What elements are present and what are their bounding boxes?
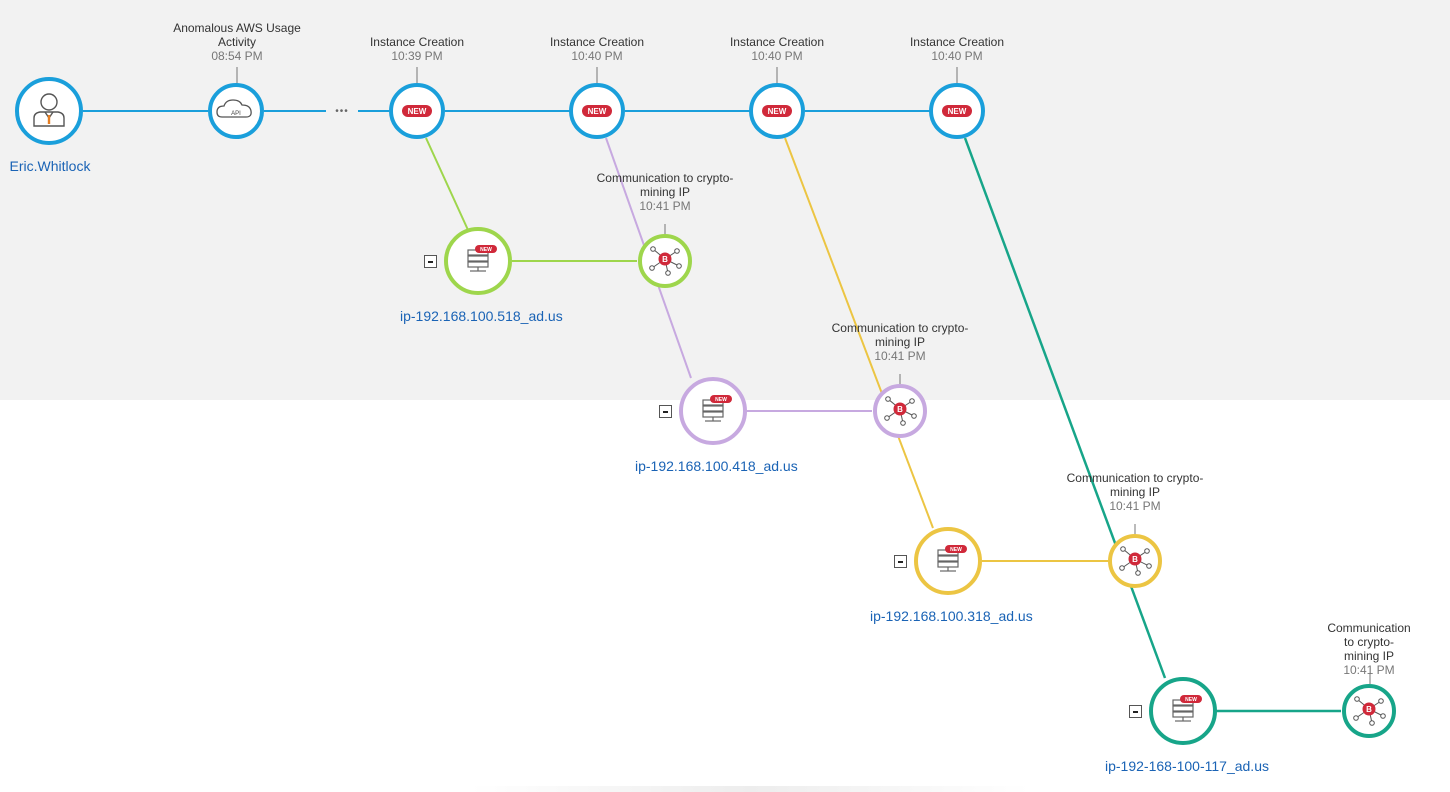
crypto-time: 10:41 PM: [639, 199, 691, 213]
crypto-title-line1: Communication to crypto-: [831, 321, 969, 335]
crypto-time: 10:41 PM: [1109, 499, 1161, 513]
bitcoin-network-icon: [884, 396, 917, 426]
user-node[interactable]: [15, 77, 83, 145]
new-badge-icon: [710, 395, 732, 403]
bitcoin-network-icon: [1353, 696, 1386, 726]
aws-event-title-line1: Anomalous AWS Usage: [173, 21, 301, 35]
new-badge-icon: [945, 545, 967, 553]
user-icon: [33, 93, 65, 127]
aws-event-node[interactable]: API: [208, 83, 264, 139]
instance-time: 10:39 PM: [391, 49, 443, 63]
crypto-node-4[interactable]: B: [1342, 684, 1396, 738]
connector-instance-4-host-4: [963, 137, 1167, 679]
host-link-4[interactable]: ip-192-168-100-117_ad.us: [1105, 758, 1269, 774]
instance-title: Instance Creation: [549, 35, 645, 49]
host-link-2[interactable]: ip-192.168.100.418_ad.us: [635, 458, 798, 474]
svg-text:NEW: NEW: [715, 397, 727, 403]
new-badge-icon: [475, 245, 497, 253]
new-badge-icon: [762, 105, 792, 117]
crypto-time: 10:41 PM: [1343, 663, 1395, 677]
connector-instance-1-host-1: [425, 137, 469, 231]
host-node-1[interactable]: NEW: [444, 227, 512, 295]
instance-event-label-2: Instance Creation 10:40 PM: [550, 35, 644, 63]
svg-text:B: B: [1366, 705, 1372, 714]
background-band: [0, 0, 1450, 400]
crypto-title-line2: mining IP: [874, 335, 926, 349]
collapsed-events-ellipsis[interactable]: •••: [335, 106, 349, 117]
instance-time: 10:40 PM: [931, 49, 983, 63]
svg-text:NEW: NEW: [948, 107, 967, 116]
crypto-title-line1: Communication to crypto-: [596, 171, 734, 185]
crypto-event-label-1: Communication to crypto- mining IP 10:41…: [597, 171, 734, 213]
host-link-3[interactable]: ip-192.168.100.318_ad.us: [870, 608, 1033, 624]
crypto-node-2[interactable]: B: [873, 384, 927, 438]
host-node-3[interactable]: NEW: [914, 527, 982, 595]
crypto-event-label-4: Communication to crypto- mining IP 10:41…: [1327, 621, 1410, 677]
bitcoin-network-icon: [649, 246, 682, 276]
new-badge-icon: [582, 105, 612, 117]
svg-text:NEW: NEW: [950, 547, 962, 553]
instance-node-1[interactable]: NEW: [389, 83, 445, 139]
instance-event-label-1: Instance Creation 10:39 PM: [370, 35, 464, 63]
new-badge-icon: [402, 105, 432, 117]
host-link-1[interactable]: ip-192.168.100.518_ad.us: [400, 308, 563, 324]
svg-text:B: B: [897, 405, 903, 414]
user-name-link[interactable]: Eric.Whitlock: [9, 158, 91, 174]
svg-text:NEW: NEW: [1185, 697, 1197, 703]
svg-text:NEW: NEW: [480, 247, 492, 253]
cloud-api-icon: API: [216, 99, 252, 118]
collapse-button-host-2[interactable]: [659, 405, 672, 418]
instance-node-4[interactable]: NEW: [929, 83, 985, 139]
api-icon-text: API: [231, 111, 241, 117]
instance-title: Instance Creation: [369, 35, 465, 49]
svg-text:B: B: [662, 255, 668, 264]
new-badge-icon: [942, 105, 972, 117]
instance-title: Instance Creation: [909, 35, 1005, 49]
new-badge-icon: [1180, 695, 1202, 703]
instance-event-label-3: Instance Creation 10:40 PM: [730, 35, 824, 63]
connector-instance-3-host-3: [784, 137, 934, 529]
crypto-title-line2: mining IP: [639, 185, 691, 199]
instance-node-3[interactable]: NEW: [749, 83, 805, 139]
crypto-title-line2: mining IP: [1343, 649, 1395, 663]
instance-time: 10:40 PM: [571, 49, 623, 63]
collapse-button-host-3[interactable]: [894, 555, 907, 568]
instance-title: Instance Creation: [729, 35, 825, 49]
crypto-time: 10:41 PM: [874, 349, 926, 363]
host-node-2[interactable]: NEW: [679, 377, 747, 445]
svg-text:NEW: NEW: [768, 107, 787, 116]
bottom-scroll-shadow: [470, 786, 1030, 792]
aws-event-title-line2: Activity: [217, 35, 256, 49]
crypto-node-1[interactable]: B: [638, 234, 692, 288]
collapse-button-host-1[interactable]: [424, 255, 437, 268]
crypto-title-line2: mining IP: [1109, 485, 1161, 499]
crypto-node-3[interactable]: B: [1108, 534, 1162, 588]
bitcoin-network-icon: [1119, 546, 1152, 576]
crypto-title-line1: Communication to crypto-: [1327, 621, 1411, 649]
svg-text:NEW: NEW: [408, 107, 427, 116]
aws-event-time: 08:54 PM: [211, 49, 263, 63]
svg-text:NEW: NEW: [588, 107, 607, 116]
instance-time: 10:40 PM: [751, 49, 803, 63]
crypto-event-label-3: Communication to crypto- mining IP 10:41…: [1067, 471, 1204, 513]
host-node-4[interactable]: NEW: [1149, 677, 1217, 745]
instance-event-label-4: Instance Creation 10:40 PM: [910, 35, 1004, 63]
crypto-event-label-2: Communication to crypto- mining IP 10:41…: [832, 321, 969, 363]
svg-text:B: B: [1132, 555, 1138, 564]
crypto-title-line1: Communication to crypto-: [1066, 471, 1204, 485]
collapse-button-host-4[interactable]: [1129, 705, 1142, 718]
aws-event-label: Anomalous AWS Usage Activity 08:54 PM: [173, 21, 301, 63]
instance-node-2[interactable]: NEW: [569, 83, 625, 139]
